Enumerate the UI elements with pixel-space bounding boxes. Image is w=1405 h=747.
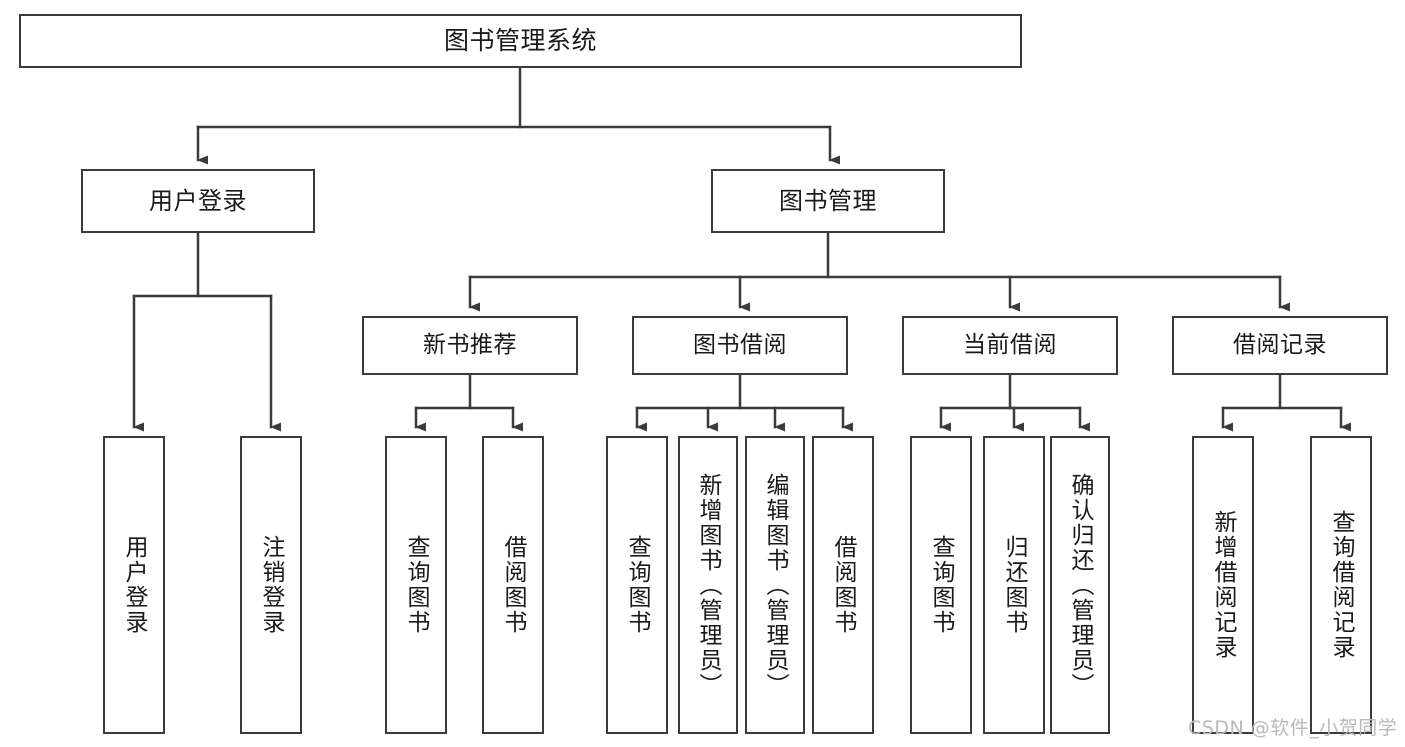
node-new-book-rec[interactable]: 新书推荐 xyxy=(362,316,578,375)
leaf-borrow-book-label: 借阅图书 xyxy=(830,535,857,635)
leaf-borrow-book-rec[interactable]: 借阅图书 xyxy=(482,436,544,734)
leaf-query-book-current[interactable]: 查询图书 xyxy=(910,436,972,734)
leaf-query-book-borrow[interactable]: 查询图书 xyxy=(606,436,668,734)
leaf-borrow-book[interactable]: 借阅图书 xyxy=(812,436,874,734)
leaf-add-book-admin[interactable]: 新增图书（管理员） xyxy=(678,436,738,734)
leaf-return-book-label: 归还图书 xyxy=(1001,535,1028,635)
leaf-query-book-rec-label: 查询图书 xyxy=(403,535,430,635)
leaf-user-login-label: 用户登录 xyxy=(121,535,148,635)
leaf-query-borrow-record-label: 查询借阅记录 xyxy=(1328,510,1355,660)
node-borrow-record[interactable]: 借阅记录 xyxy=(1172,316,1388,375)
leaf-user-login[interactable]: 用户登录 xyxy=(103,436,165,734)
leaf-query-borrow-record[interactable]: 查询借阅记录 xyxy=(1310,436,1372,734)
leaf-confirm-return-admin[interactable]: 确认归还（管理员） xyxy=(1050,436,1110,734)
leaf-user-logout-label: 注销登录 xyxy=(258,535,285,635)
leaf-add-book-admin-label: 新增图书（管理员） xyxy=(695,472,722,698)
node-book-borrow[interactable]: 图书借阅 xyxy=(632,316,848,375)
node-current-borrow-label: 当前借阅 xyxy=(963,331,1057,358)
leaf-query-book-rec[interactable]: 查询图书 xyxy=(385,436,447,734)
node-user-login-label: 用户登录 xyxy=(149,186,247,215)
node-current-borrow[interactable]: 当前借阅 xyxy=(902,316,1118,375)
node-book-borrow-label: 图书借阅 xyxy=(693,331,787,358)
leaf-query-book-borrow-label: 查询图书 xyxy=(624,535,651,635)
leaf-edit-book-admin[interactable]: 编辑图书（管理员） xyxy=(745,436,805,734)
node-book-manage[interactable]: 图书管理 xyxy=(711,169,945,233)
leaf-add-borrow-record[interactable]: 新增借阅记录 xyxy=(1192,436,1254,734)
node-root-label: 图书管理系统 xyxy=(443,26,597,56)
leaf-edit-book-admin-label: 编辑图书（管理员） xyxy=(762,472,789,698)
leaf-add-borrow-record-label: 新增借阅记录 xyxy=(1210,510,1237,660)
leaf-confirm-return-admin-label: 确认归还（管理员） xyxy=(1067,472,1094,698)
leaf-return-book[interactable]: 归还图书 xyxy=(983,436,1045,734)
leaf-user-logout[interactable]: 注销登录 xyxy=(240,436,302,734)
watermark: CSDN @软件_小贺同学 xyxy=(1188,717,1398,739)
leaf-borrow-book-rec-label: 借阅图书 xyxy=(500,535,527,635)
node-book-manage-label: 图书管理 xyxy=(779,186,877,215)
node-borrow-record-label: 借阅记录 xyxy=(1233,331,1327,358)
node-new-book-rec-label: 新书推荐 xyxy=(423,331,517,358)
leaf-query-book-current-label: 查询图书 xyxy=(928,535,955,635)
node-root[interactable]: 图书管理系统 xyxy=(19,14,1022,68)
node-user-login[interactable]: 用户登录 xyxy=(81,169,315,233)
